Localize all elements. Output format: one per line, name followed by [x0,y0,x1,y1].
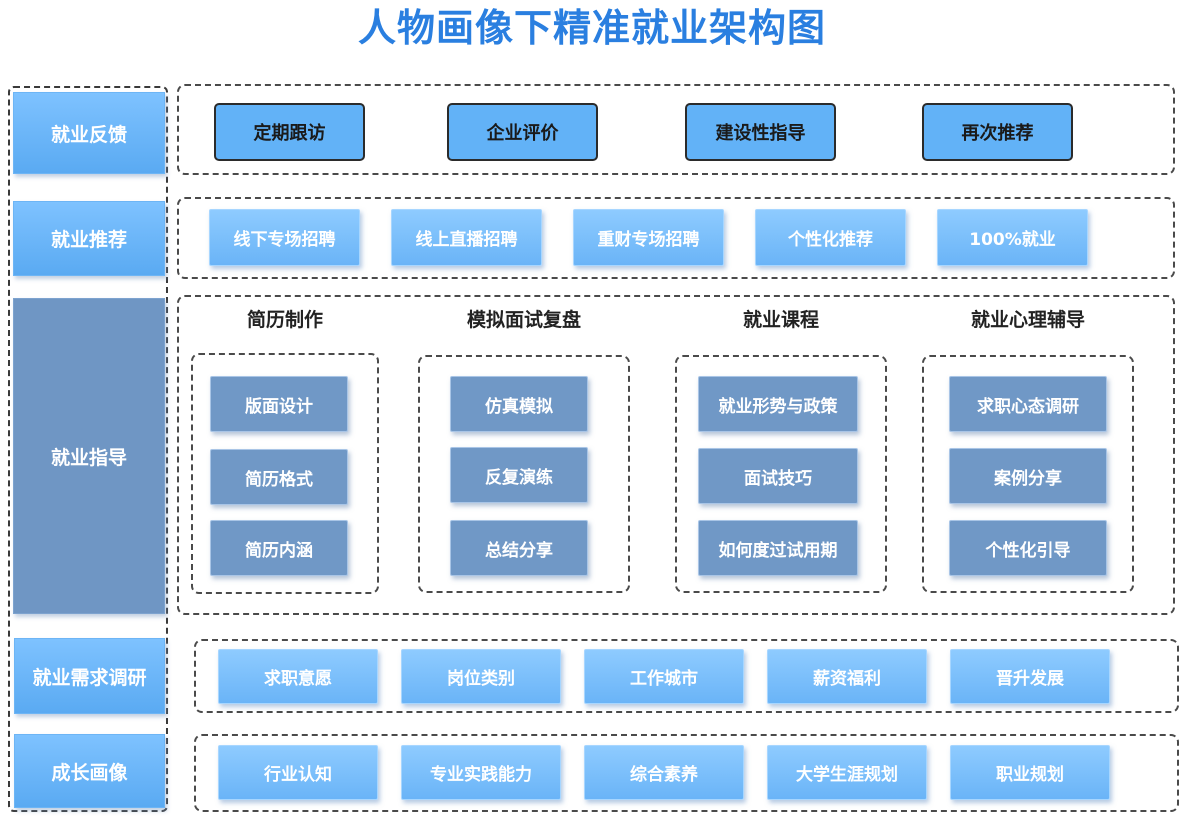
layer-label-feedback: 就业反馈 [13,92,165,174]
diagram-title: 人物画像下精准就业架构图 [357,6,826,50]
growth-item: 专业实践能力 [401,745,561,800]
recommend-item: 线下专场招聘 [209,209,360,266]
recommend-row-container [177,197,1175,279]
guidance-item: 面试技巧 [698,448,858,504]
research-row-container [194,639,1179,713]
guidance-group-title: 模拟面试复盘 [466,309,581,331]
guidance-group-title: 就业课程 [742,309,819,331]
growth-item: 行业认知 [218,745,378,800]
guidance-item: 总结分享 [450,520,588,576]
layer-label-column [8,86,168,812]
guidance-item: 仿真模拟 [450,376,588,432]
research-item: 求职意愿 [218,649,378,704]
research-item: 薪资福利 [767,649,927,704]
recommend-item: 重财专场招聘 [573,209,724,266]
guidance-item: 如何度过试用期 [698,520,858,576]
research-item: 岗位类别 [401,649,561,704]
layer-label-recommend: 就业推荐 [13,201,165,276]
research-item: 工作城市 [584,649,744,704]
guidance-item: 就业形势与政策 [698,376,858,432]
guidance-group-title: 简历制作 [246,309,323,331]
feedback-item: 定期跟访 [214,103,365,161]
layer-label-growth: 成长画像 [14,734,165,808]
feedback-item: 建设性指导 [685,103,836,161]
feedback-item: 企业评价 [447,103,598,161]
guidance-group-box [418,355,630,593]
guidance-group-title: 就业心理辅导 [970,309,1085,331]
feedback-row-container [177,84,1175,175]
guidance-item: 个性化引导 [949,520,1107,576]
guidance-item: 反复演练 [450,447,588,503]
guidance-item: 简历格式 [210,449,348,505]
guidance-item: 版面设计 [210,376,348,432]
layer-label-research: 就业需求调研 [14,638,165,714]
guidance-group-box [922,355,1134,593]
growth-item: 大学生涯规划 [767,745,927,800]
research-item: 晋升发展 [950,649,1110,704]
feedback-item: 再次推荐 [922,103,1073,161]
guidance-group-box [191,353,379,594]
guidance-item: 简历内涵 [210,520,348,576]
guidance-row-container [177,295,1175,615]
recommend-item: 线上直播招聘 [391,209,542,266]
guidance-item: 案例分享 [949,448,1107,504]
recommend-item: 100%就业 [937,209,1088,266]
guidance-item: 求职心态调研 [949,376,1107,432]
growth-row-container [194,734,1179,812]
growth-item: 职业规划 [950,745,1110,800]
recommend-item: 个性化推荐 [755,209,906,266]
layer-label-guidance: 就业指导 [13,298,165,614]
guidance-group-box [675,355,887,593]
growth-item: 综合素养 [584,745,744,800]
